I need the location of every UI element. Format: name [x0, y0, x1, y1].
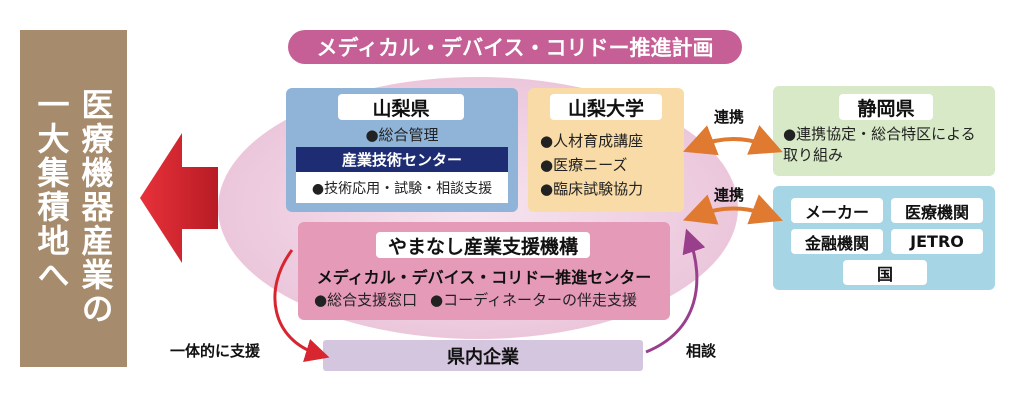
goal-banner: 医療機器産業の 一大集積地へ: [20, 30, 127, 367]
partner-national-gov: 国: [843, 260, 927, 285]
partner-financial-institutions: 金融機関: [791, 229, 883, 254]
support-org-center: メディカル・デバイス・コリドー推進センター: [316, 268, 652, 287]
integrated-support-label: 一体的に支援: [170, 342, 261, 360]
support-org-item-coordinator: ●コーディネーターの伴走支援: [430, 291, 638, 309]
link-label-upper: 連携: [714, 108, 745, 126]
univ-item-trials: ●臨床試験協力: [540, 180, 644, 198]
partner-jetro: JETRO: [891, 229, 983, 254]
support-org-name: やまなし産業支援機構: [376, 232, 590, 258]
univ-item-hr: ●人材育成講座: [540, 132, 644, 150]
link-label-lower: 連携: [714, 186, 745, 204]
partner-maker: メーカー: [791, 198, 883, 223]
yamanashi-univ-name: 山梨大学: [550, 94, 662, 120]
goal-line-2: 一大集積地へ: [32, 88, 71, 292]
goal-arrow-icon: [140, 133, 218, 263]
support-org-box: やまなし産業支援機構 メディカル・デバイス・コリドー推進センター ●総合支援窓口…: [298, 222, 670, 320]
industrial-tech-center-title: 産業技術センター: [296, 147, 508, 172]
link-arrow-upper: [683, 125, 783, 156]
yamanashi-pref-name: 山梨県: [338, 94, 464, 120]
yamanashi-univ-box: 山梨大学 ●人材育成講座 ●医療ニーズ ●臨床試験協力: [528, 88, 684, 212]
plan-title: メディカル・デバイス・コリドー推進計画: [288, 30, 742, 64]
univ-item-needs: ●医療ニーズ: [540, 156, 628, 174]
partners-box: メーカー 医療機関 金融機関 JETRO 国: [773, 186, 995, 290]
shizuoka-item: ●連携協定・総合特区による取り組み: [783, 125, 976, 164]
pref-item-management: ●総合管理: [365, 126, 439, 144]
support-org-item-window: ●総合支援窓口: [314, 291, 418, 309]
consult-label: 相談: [686, 342, 717, 360]
goal-line-1: 医療機器産業の: [76, 88, 115, 326]
local-companies-box: 県内企業: [323, 340, 643, 371]
partner-medical-institutions: 医療機関: [891, 198, 983, 223]
shizuoka-name: 静岡県: [839, 94, 933, 120]
yamanashi-pref-box: 山梨県 ●総合管理 産業技術センター ●技術応用・試験・相談支援: [286, 88, 518, 212]
shizuoka-box: 静岡県 ●連携協定・総合特区による取り組み: [773, 86, 995, 176]
industrial-tech-center-item: ●技術応用・試験・相談支援: [296, 172, 508, 203]
